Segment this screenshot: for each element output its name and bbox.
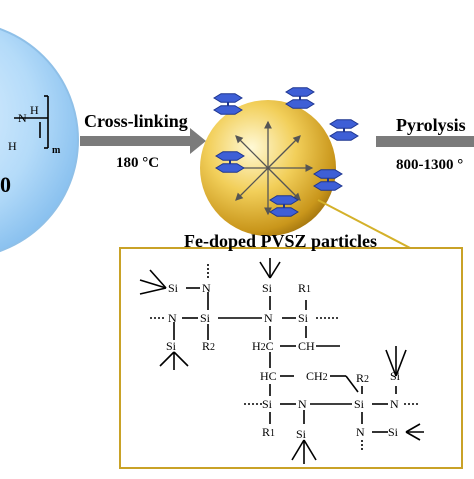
si-9: Si [296,427,307,441]
pvsz-particle [200,100,336,236]
ch2-label: CH2 [306,369,328,383]
ferrocene-icon [215,151,245,173]
si-4: Si [262,281,273,295]
r1-top: R1 [298,281,312,295]
ferrocene-icon [269,195,299,217]
r2-right: R2 [356,371,370,385]
pyrolysis-arrow [376,136,474,147]
si-1: Si [168,281,179,295]
r2-left: R2 [202,339,216,353]
r1-bottom: R1 [262,425,276,439]
si-10: Si [388,425,399,439]
ferrocene-group [213,87,359,217]
n-5: N [390,397,399,411]
cross-linking-condition: 180 °C [116,155,160,171]
monomer-h-top: H [30,103,39,117]
pyrolysis-condition: 800-1300 ° [396,157,464,173]
ferrocene-icon [313,169,343,191]
n-2: N [168,311,177,325]
ch-label: CH [298,339,315,353]
hc-label: HC [260,369,277,383]
particle-direction-arrows [222,120,314,216]
h2c-label: H2C [252,339,274,353]
monomer-digit: 0 [0,172,11,197]
n-6: N [356,425,365,439]
monomer-subscript: m [52,145,61,156]
si-8: Si [390,369,401,383]
n-4: N [298,397,307,411]
structure-box [119,247,463,469]
cross-linking-label: Cross-linking [84,111,188,131]
callout-line [317,199,415,251]
pyrolysis-label: Pyrolysis [396,115,466,135]
si-6: Si [262,397,273,411]
si-7: Si [354,397,365,411]
ferrocene-icon [285,87,315,109]
cross-linking-arrow [80,128,206,154]
si-2: Si [200,311,211,325]
monomer-bubble [0,27,79,253]
n-3: N [264,311,273,325]
monomer-n: N [18,111,27,125]
n-1: N [202,281,211,295]
si-3: Si [166,339,177,353]
ferrocene-icon [213,93,243,115]
si-5: Si [298,311,309,325]
ferrocene-icon [329,119,359,141]
particle-caption: Fe-doped PVSZ particles [184,231,377,251]
structure-bonds [139,258,424,464]
monomer-h-left: H [8,139,17,153]
